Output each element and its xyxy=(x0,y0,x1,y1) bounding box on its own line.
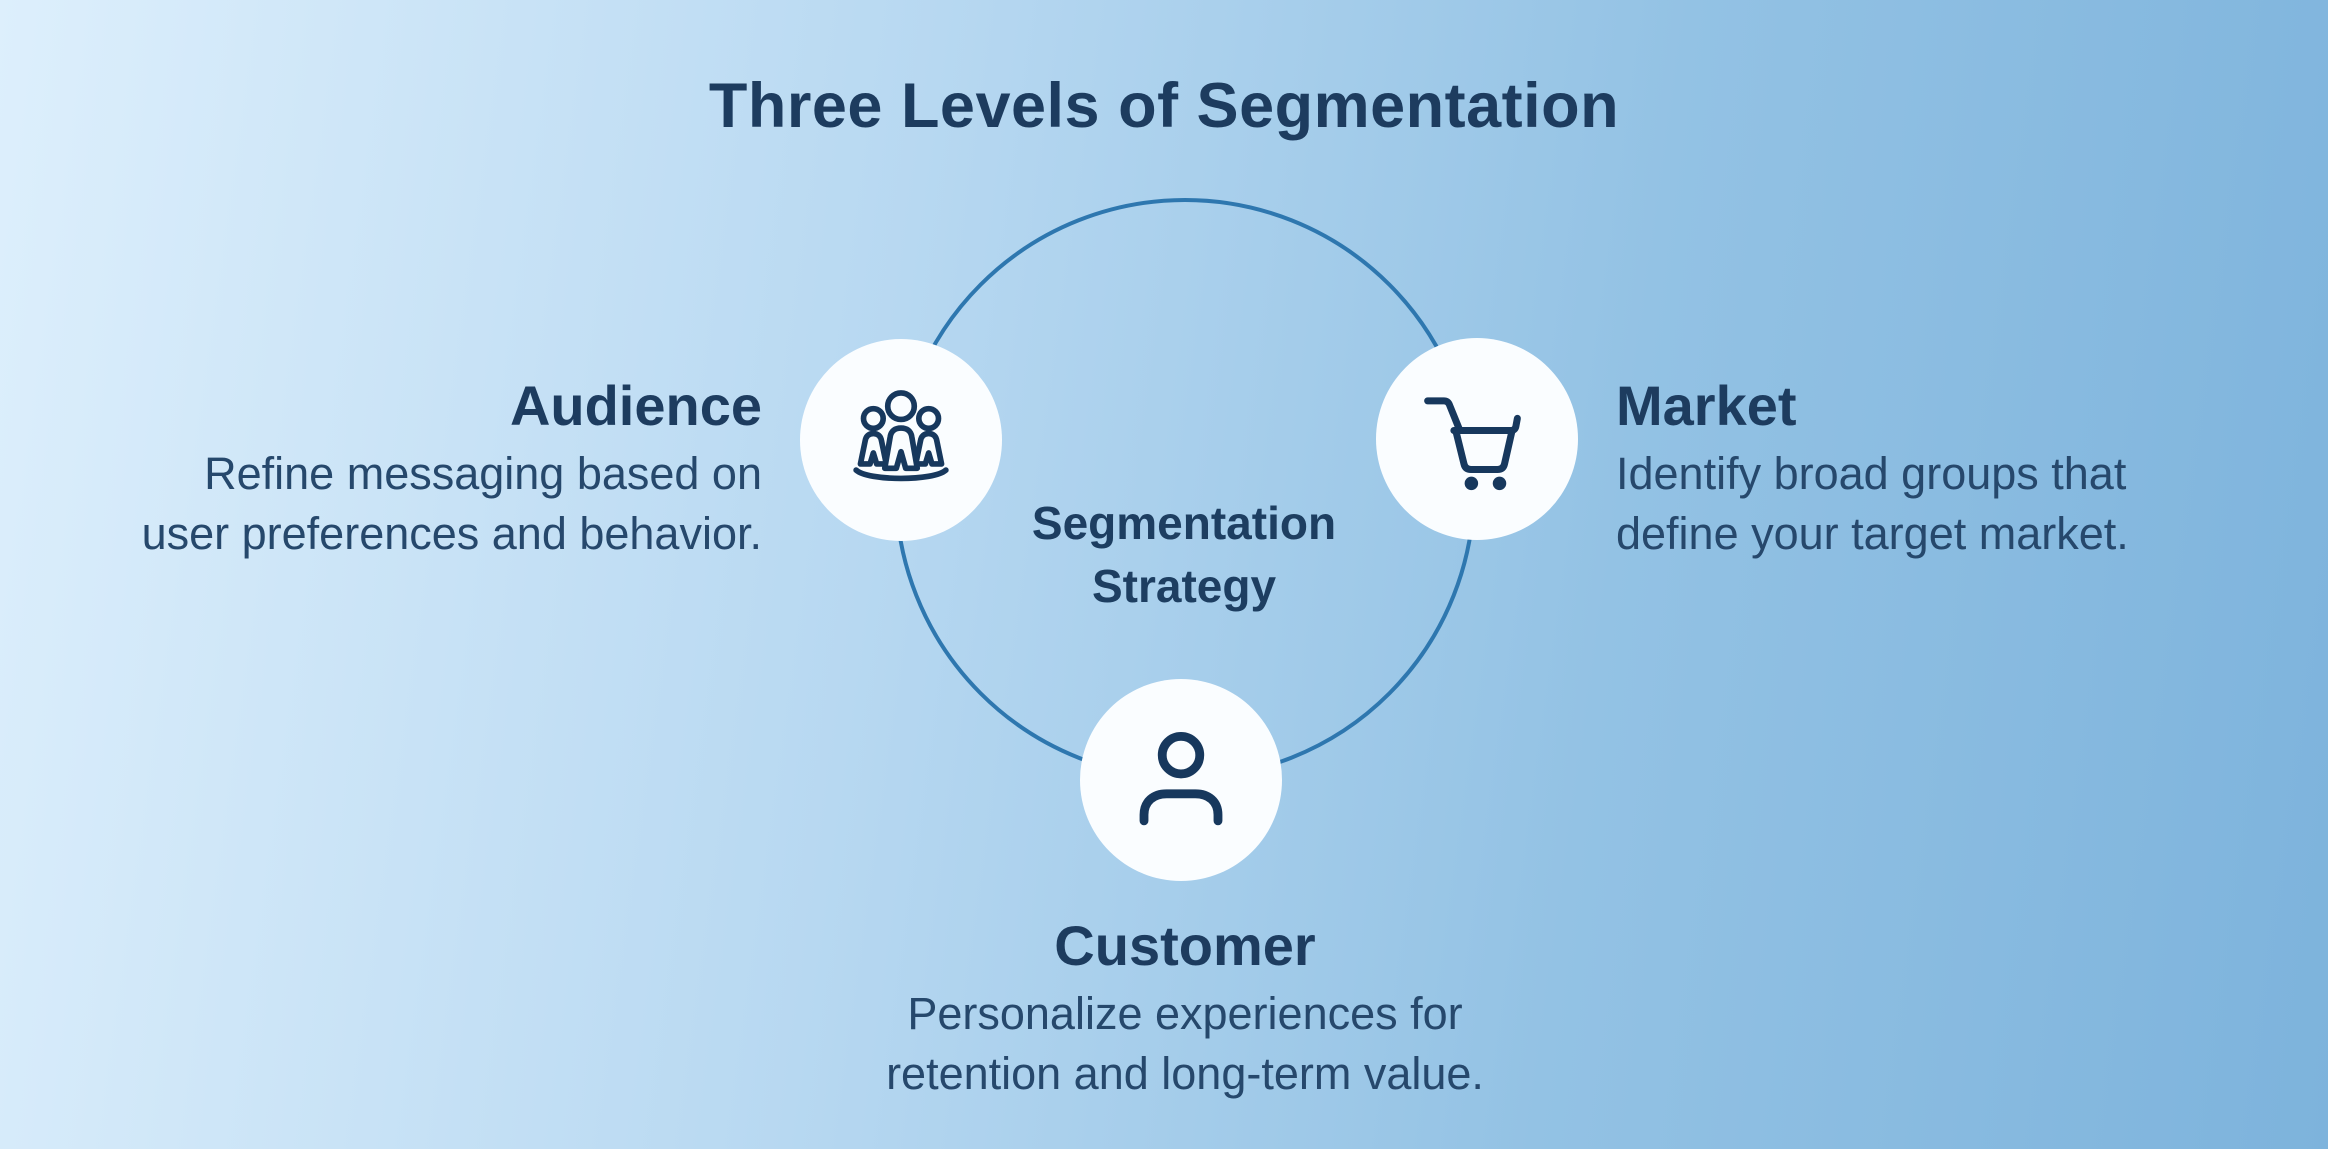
people-group-icon xyxy=(853,390,949,482)
audience-description: Refine messaging based on user preferenc… xyxy=(142,444,762,564)
customer-heading: Customer xyxy=(1054,914,1316,977)
customer-description: Personalize experiences for retention an… xyxy=(835,984,1535,1104)
customer-desc-line-2: retention and long-term value. xyxy=(886,1048,1484,1099)
market-desc-line-1: Identify broad groups that xyxy=(1616,448,2127,499)
page-title: Three Levels of Segmentation xyxy=(708,71,1620,141)
market-badge xyxy=(1376,338,1578,540)
audience-heading: Audience xyxy=(509,374,762,437)
market-section: Market Identify broad groups that define… xyxy=(1616,376,2129,564)
shopping-cart-icon xyxy=(1424,397,1521,491)
audience-desc-line-2: user preferences and behavior. xyxy=(141,508,762,559)
customer-section: Customer Personalize experiences for ret… xyxy=(835,916,1535,1104)
audience-section: Audience Refine messaging based on user … xyxy=(142,376,762,564)
customer-badge xyxy=(1080,679,1282,881)
person-icon xyxy=(1139,731,1223,826)
market-description: Identify broad groups that define your t… xyxy=(1616,444,2129,564)
audience-badge xyxy=(800,339,1002,541)
market-heading: Market xyxy=(1616,374,1797,437)
center-label: Segmentation Strategy xyxy=(1031,497,1337,612)
customer-desc-line-1: Personalize experiences for xyxy=(907,988,1463,1039)
market-desc-line-2: define your target market. xyxy=(1616,508,2129,559)
audience-desc-line-1: Refine messaging based on xyxy=(204,448,762,499)
